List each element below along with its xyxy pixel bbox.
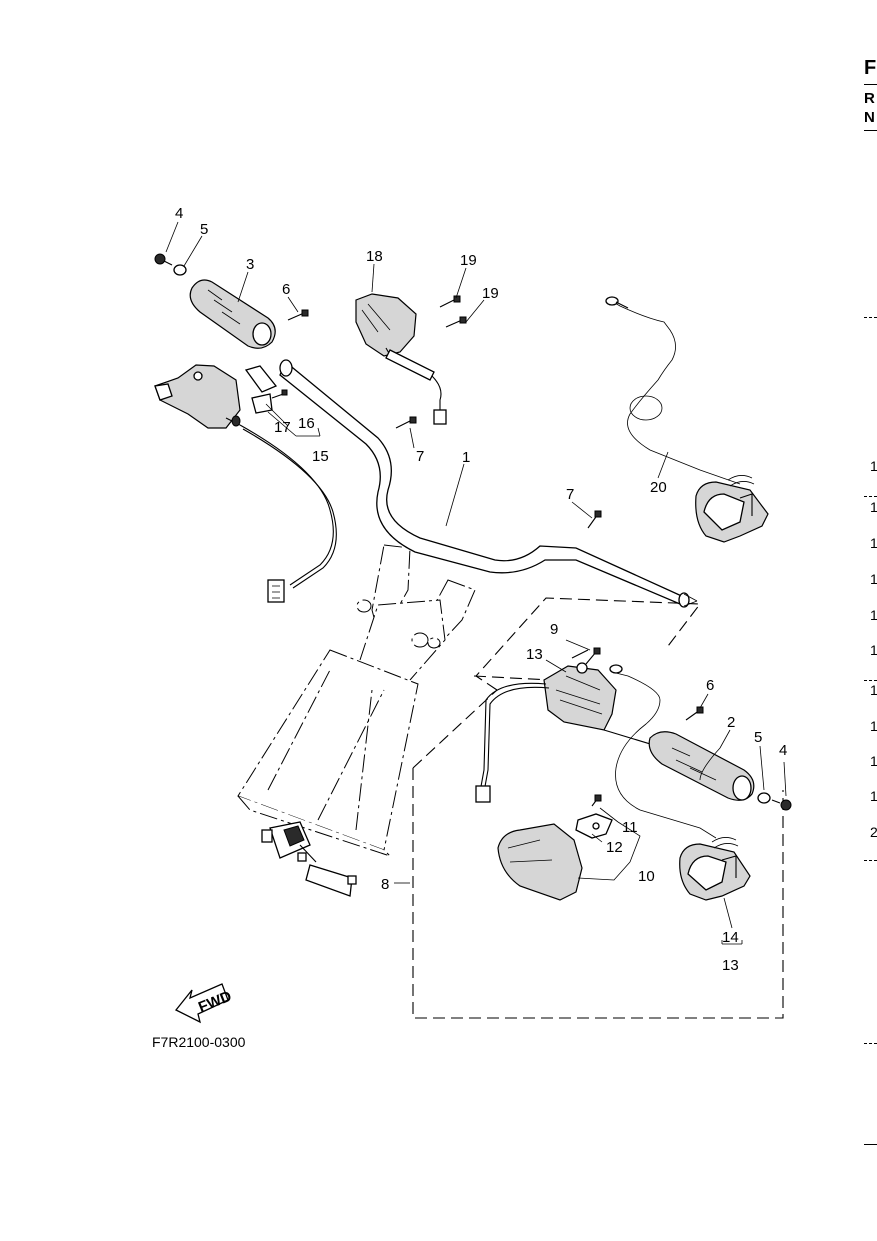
callout-6-left: 6 (282, 281, 290, 298)
right-lanyard-clip (679, 837, 751, 901)
left-end-washer (173, 264, 187, 276)
fwd-arrow-icon: FWD (174, 983, 234, 1024)
callout-6-right: 6 (706, 677, 714, 694)
callout-19-lower: 19 (482, 285, 499, 302)
margin-number: 1 (870, 682, 877, 698)
steering-base-mechanism (261, 821, 357, 897)
callout-13-lower: 13 (722, 957, 739, 974)
callout-20: 20 (650, 479, 667, 496)
right-end-bolt (771, 799, 792, 811)
right-grip (648, 731, 755, 801)
lanyard-clip (695, 475, 769, 543)
margin-letter-f: F (864, 57, 877, 79)
margin-number: 1 (870, 607, 877, 623)
margin-number: 1 (870, 642, 877, 658)
callout-15: 15 (312, 448, 329, 465)
switch-cover (497, 823, 583, 901)
callout-19-upper: 19 (460, 252, 477, 269)
screw-6-left (287, 309, 309, 321)
steering-column (237, 544, 476, 857)
callout-1: 1 (462, 449, 470, 466)
callout-11: 11 (622, 819, 638, 836)
callout-8: 8 (381, 876, 389, 893)
screw-9 (571, 649, 589, 659)
callout-3: 3 (246, 256, 254, 273)
callout-7-right: 7 (566, 486, 574, 503)
margin-letter-r: R (864, 90, 875, 107)
screw-7-left (395, 416, 417, 429)
right-end-washer (757, 792, 771, 804)
assembly-boundary-8 (412, 597, 784, 1019)
left-switch-wire (239, 424, 337, 603)
margin-letter-n: N (864, 109, 875, 126)
handlebar (279, 359, 698, 608)
callout-13-upper: 13 (526, 646, 543, 663)
margin-number: 1 (870, 571, 877, 587)
screw-11 (591, 794, 602, 807)
callout-5-right: 5 (754, 729, 762, 746)
right-switch-wire (475, 664, 717, 839)
margin-number: 1 (870, 499, 877, 515)
fwd-label: FWD (196, 988, 234, 1017)
callout-12: 12 (606, 839, 623, 856)
callout-14: 14 (722, 929, 739, 946)
left-grip (189, 279, 276, 349)
margin-number: 2 (870, 824, 877, 840)
right-switch-housing (543, 647, 617, 731)
margin-number: 1 (870, 535, 877, 551)
callout-9: 9 (550, 621, 558, 638)
callout-labels: 4 5 3 6 18 19 19 16 17 15 7 1 7 20 9 13 … (175, 205, 787, 974)
throttle-switch-top (355, 293, 435, 381)
callout-5-left: 5 (200, 221, 208, 238)
screw-6-right (685, 706, 704, 721)
margin-number: 1 (870, 753, 877, 769)
callout-10: 10 (638, 868, 655, 885)
margin-number: 1 (870, 788, 877, 804)
margin-number: 1 (870, 718, 877, 734)
callout-18: 18 (366, 248, 383, 265)
throttle-switch-wire (431, 375, 447, 425)
callout-4-left: 4 (175, 205, 183, 222)
left-end-bolt (154, 253, 173, 266)
left-switch-housing (154, 364, 241, 429)
callout-4-right: 4 (779, 742, 787, 759)
lanyard-cord (605, 296, 741, 485)
leader-lines (165, 221, 787, 945)
callout-17: 17 (274, 419, 291, 436)
callout-16: 16 (298, 415, 315, 432)
callout-7-left: 7 (416, 448, 424, 465)
cover-bracket (575, 813, 613, 839)
diagram-code: F7R2100-0300 (152, 1034, 246, 1050)
screws-19 (439, 295, 467, 328)
callout-2: 2 (727, 714, 735, 731)
margin-number: 1 (870, 458, 877, 474)
screw-7-right (587, 510, 602, 529)
